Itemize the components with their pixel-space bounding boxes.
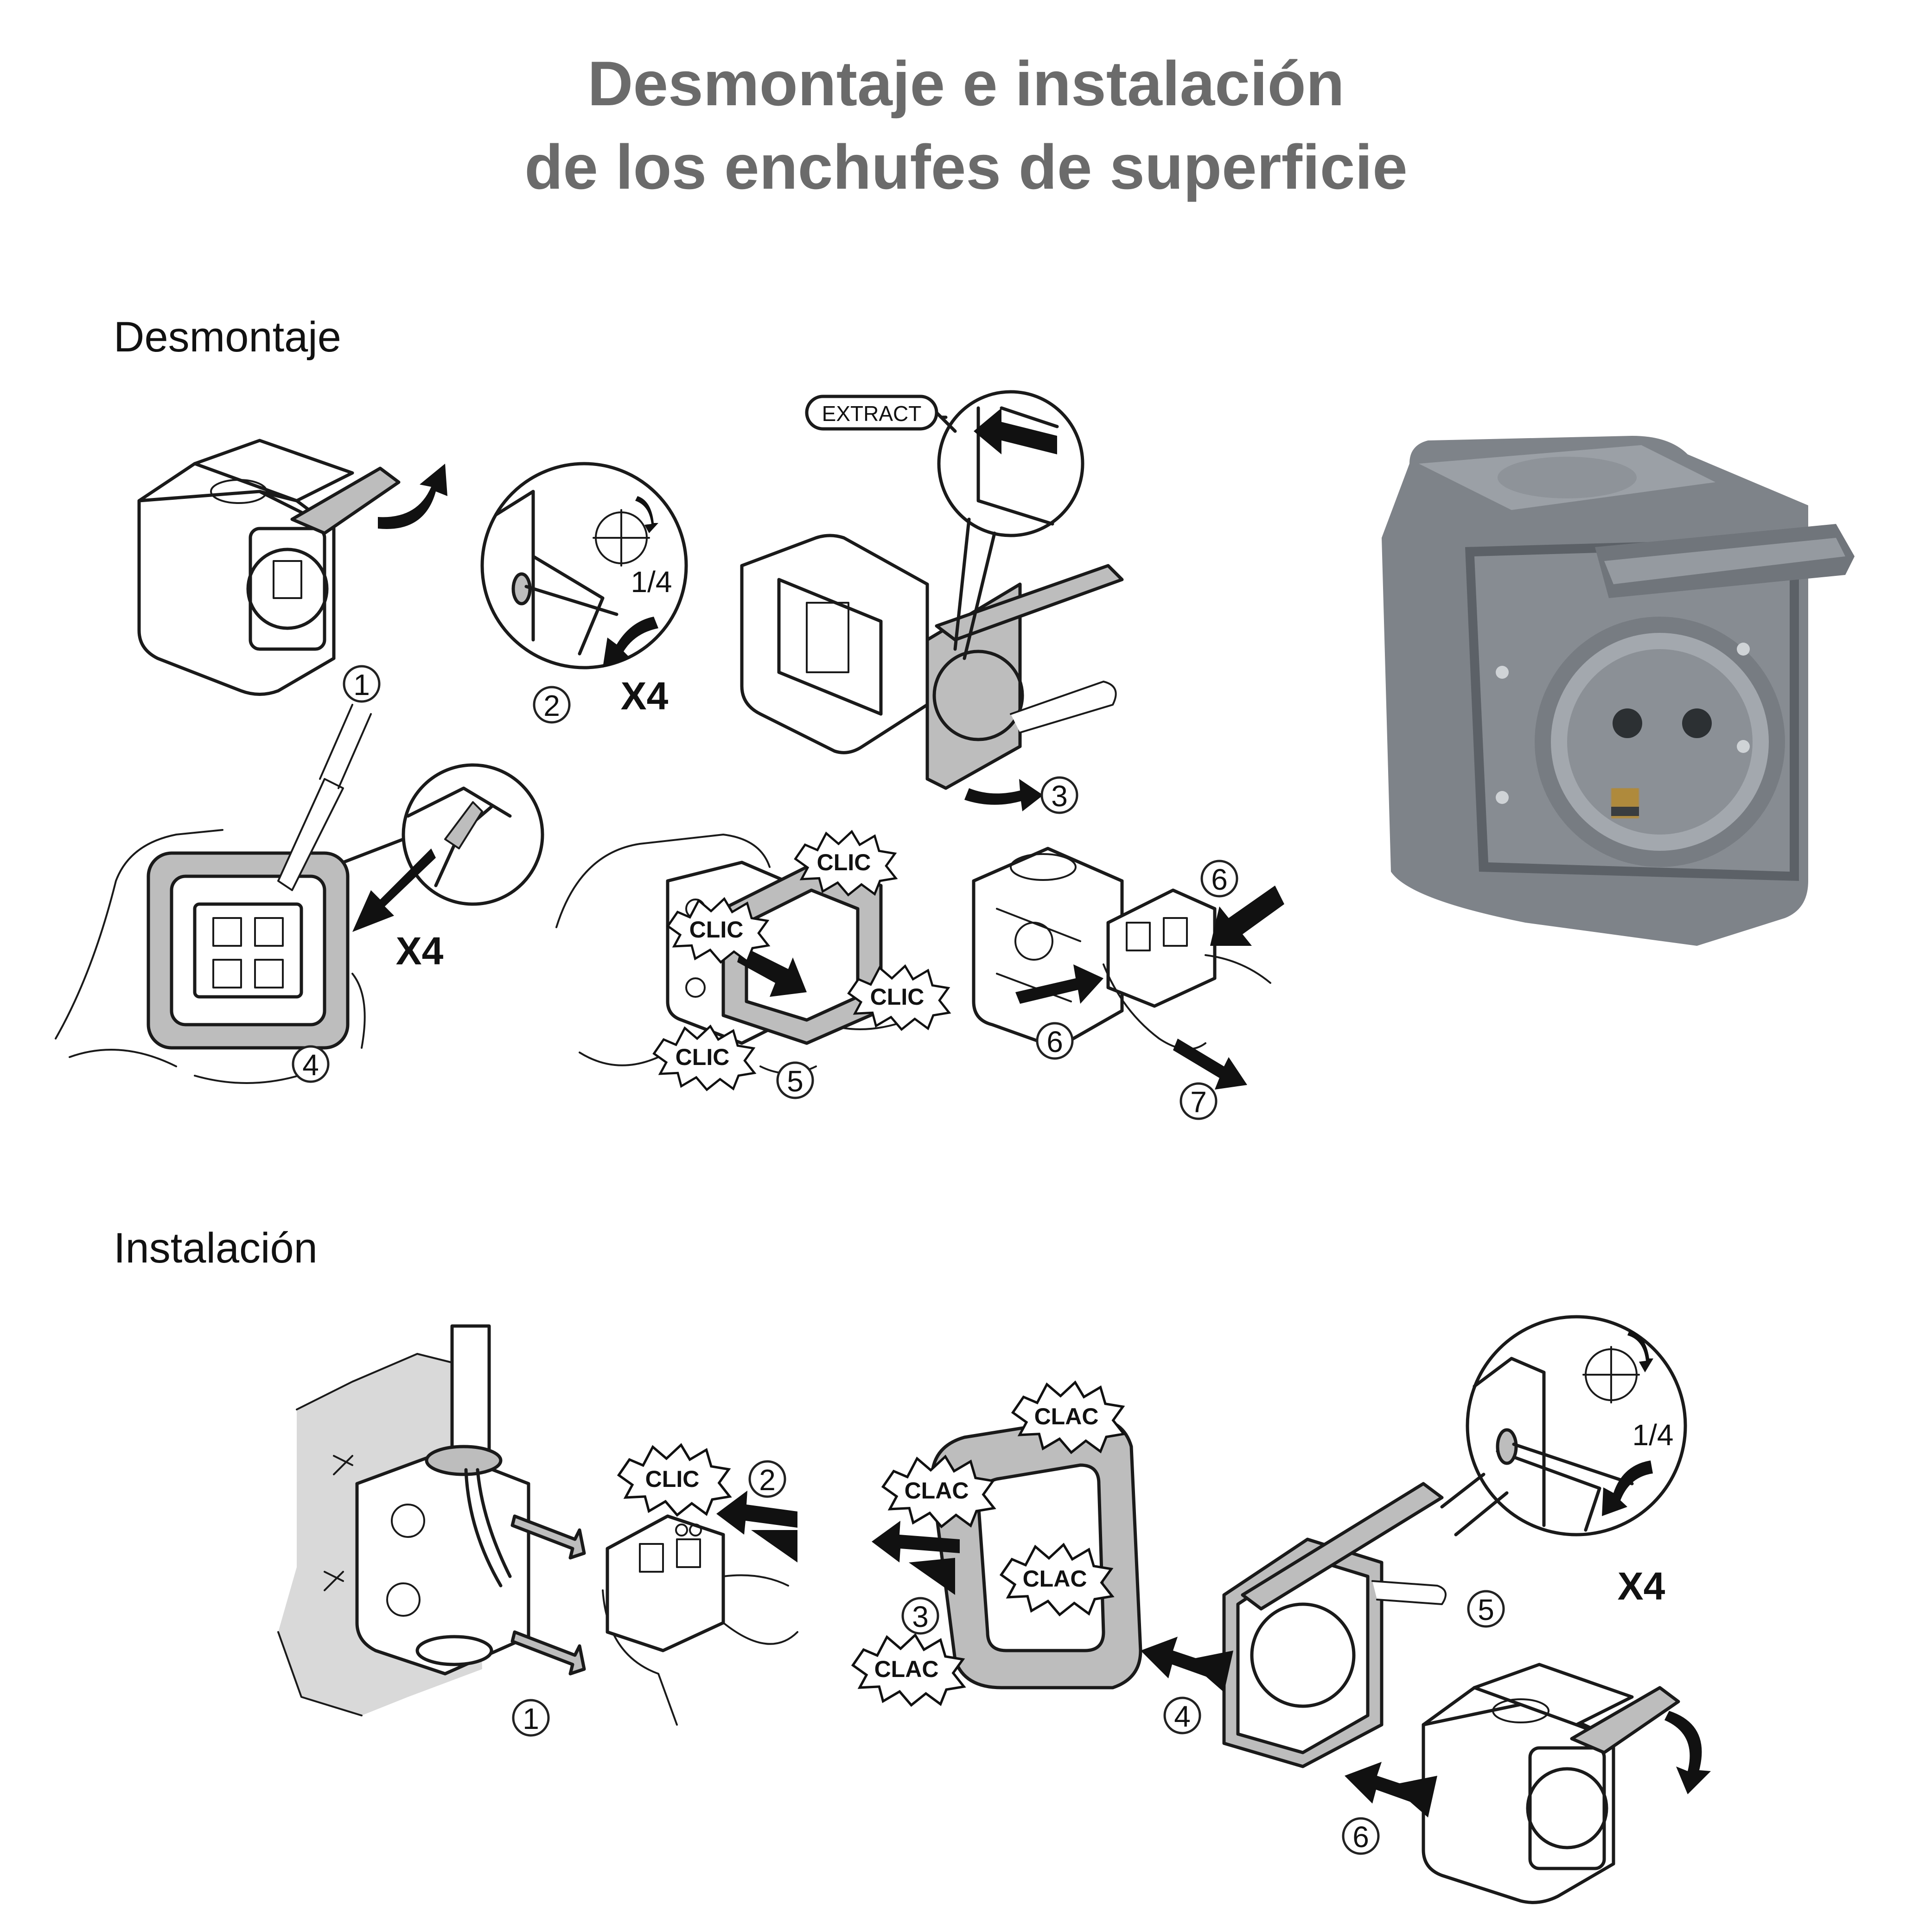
- title-line-2: de los enchufes de superficie: [524, 132, 1408, 202]
- svg-text:7: 7: [1190, 1085, 1207, 1119]
- desmontaje-x4-label-step2: X4: [621, 674, 669, 718]
- svg-text:4: 4: [302, 1048, 319, 1082]
- desmontaje-step-2-illustration: 1/4: [480, 462, 688, 670]
- svg-text:CLIC: CLIC: [817, 849, 871, 875]
- step-number-d2: 2: [533, 686, 571, 724]
- step-number-d5: 5: [776, 1061, 814, 1099]
- section-instalacion-label: Instalación: [114, 1224, 318, 1272]
- desmontaje-x4-label-step4: X4: [396, 929, 444, 973]
- svg-text:6: 6: [1352, 1820, 1369, 1854]
- svg-text:CLAC: CLAC: [1034, 1403, 1099, 1429]
- step-number-i1: 1: [512, 1699, 550, 1737]
- svg-text:CLIC: CLIC: [676, 1044, 730, 1070]
- instalacion-step-4-5-illustration: 1/4: [1141, 1315, 1687, 1768]
- desmontaje-step-4-illustration: [55, 704, 544, 1084]
- step-number-d7: 7: [1180, 1082, 1218, 1120]
- step-number-d3: 3: [1040, 776, 1078, 814]
- extract-label: EXTRACT: [822, 402, 922, 426]
- step-number-i2: 2: [748, 1460, 786, 1498]
- step-number-d6a: 6: [1200, 860, 1238, 898]
- instalacion-quarter-label: 1/4: [1632, 1418, 1674, 1452]
- step-number-i4: 4: [1163, 1696, 1201, 1734]
- step-number-d6b: 6: [1036, 1022, 1074, 1060]
- svg-text:CLIC: CLIC: [645, 1466, 700, 1492]
- desmontaje-clic-burst-3: CLIC: [849, 966, 950, 1030]
- svg-text:6: 6: [1211, 863, 1228, 896]
- desmontaje-step-3-illustration: EXTRACT: [740, 390, 1124, 811]
- desmontaje-clic-burst-1: CLIC: [796, 832, 896, 895]
- svg-text:2: 2: [759, 1463, 776, 1497]
- svg-text:CLIC: CLIC: [689, 917, 744, 943]
- svg-text:3: 3: [912, 1600, 929, 1633]
- svg-text:5: 5: [787, 1065, 803, 1098]
- instalacion-step-1-illustration: [277, 1324, 586, 1716]
- desmontaje-step-1-illustration: [137, 439, 447, 696]
- product-photo-socket: [1382, 436, 1855, 946]
- svg-text:5: 5: [1478, 1593, 1494, 1626]
- instalacion-step-2-illustration: [602, 1491, 798, 1726]
- svg-text:2: 2: [543, 689, 560, 722]
- svg-text:1: 1: [523, 1702, 539, 1735]
- svg-text:1: 1: [353, 668, 370, 701]
- instalacion-clac-burst-2: CLAC: [883, 1457, 994, 1527]
- step-number-d4: 4: [292, 1045, 330, 1083]
- svg-text:CLAC: CLAC: [1023, 1566, 1087, 1592]
- instalacion-step-6-illustration: [1345, 1663, 1711, 1904]
- svg-text:CLAC: CLAC: [874, 1656, 939, 1682]
- svg-text:CLAC: CLAC: [905, 1478, 969, 1504]
- desmontaje-quarter-label: 1/4: [631, 565, 672, 599]
- instalacion-clac-burst-4: CLAC: [853, 1635, 964, 1705]
- instalacion-clac-burst-1: CLAC: [1013, 1383, 1124, 1453]
- step-number-d1: 1: [343, 665, 381, 703]
- desmontaje-clic-burst-4: CLIC: [654, 1027, 755, 1090]
- instalacion-x4-label: X4: [1618, 1564, 1665, 1608]
- step-number-i3: 3: [901, 1597, 939, 1635]
- svg-text:3: 3: [1051, 779, 1068, 813]
- step-number-i5: 5: [1467, 1590, 1505, 1628]
- instalacion-clic-burst: CLIC: [619, 1445, 730, 1515]
- svg-text:4: 4: [1174, 1700, 1191, 1733]
- instalacion-clac-burst-3: CLAC: [1001, 1545, 1112, 1615]
- section-desmontaje-label: Desmontaje: [114, 313, 341, 361]
- title-line-1: Desmontaje e instalación: [587, 48, 1345, 119]
- page-title: Desmontaje e instalación de los enchufes…: [0, 42, 1932, 209]
- desmontaje-clic-burst-2: CLIC: [668, 899, 769, 963]
- desmontaje-step-6-7-illustration: [972, 847, 1284, 1090]
- step-number-i6: 6: [1342, 1817, 1380, 1855]
- svg-text:CLIC: CLIC: [870, 984, 925, 1010]
- svg-text:6: 6: [1046, 1025, 1063, 1058]
